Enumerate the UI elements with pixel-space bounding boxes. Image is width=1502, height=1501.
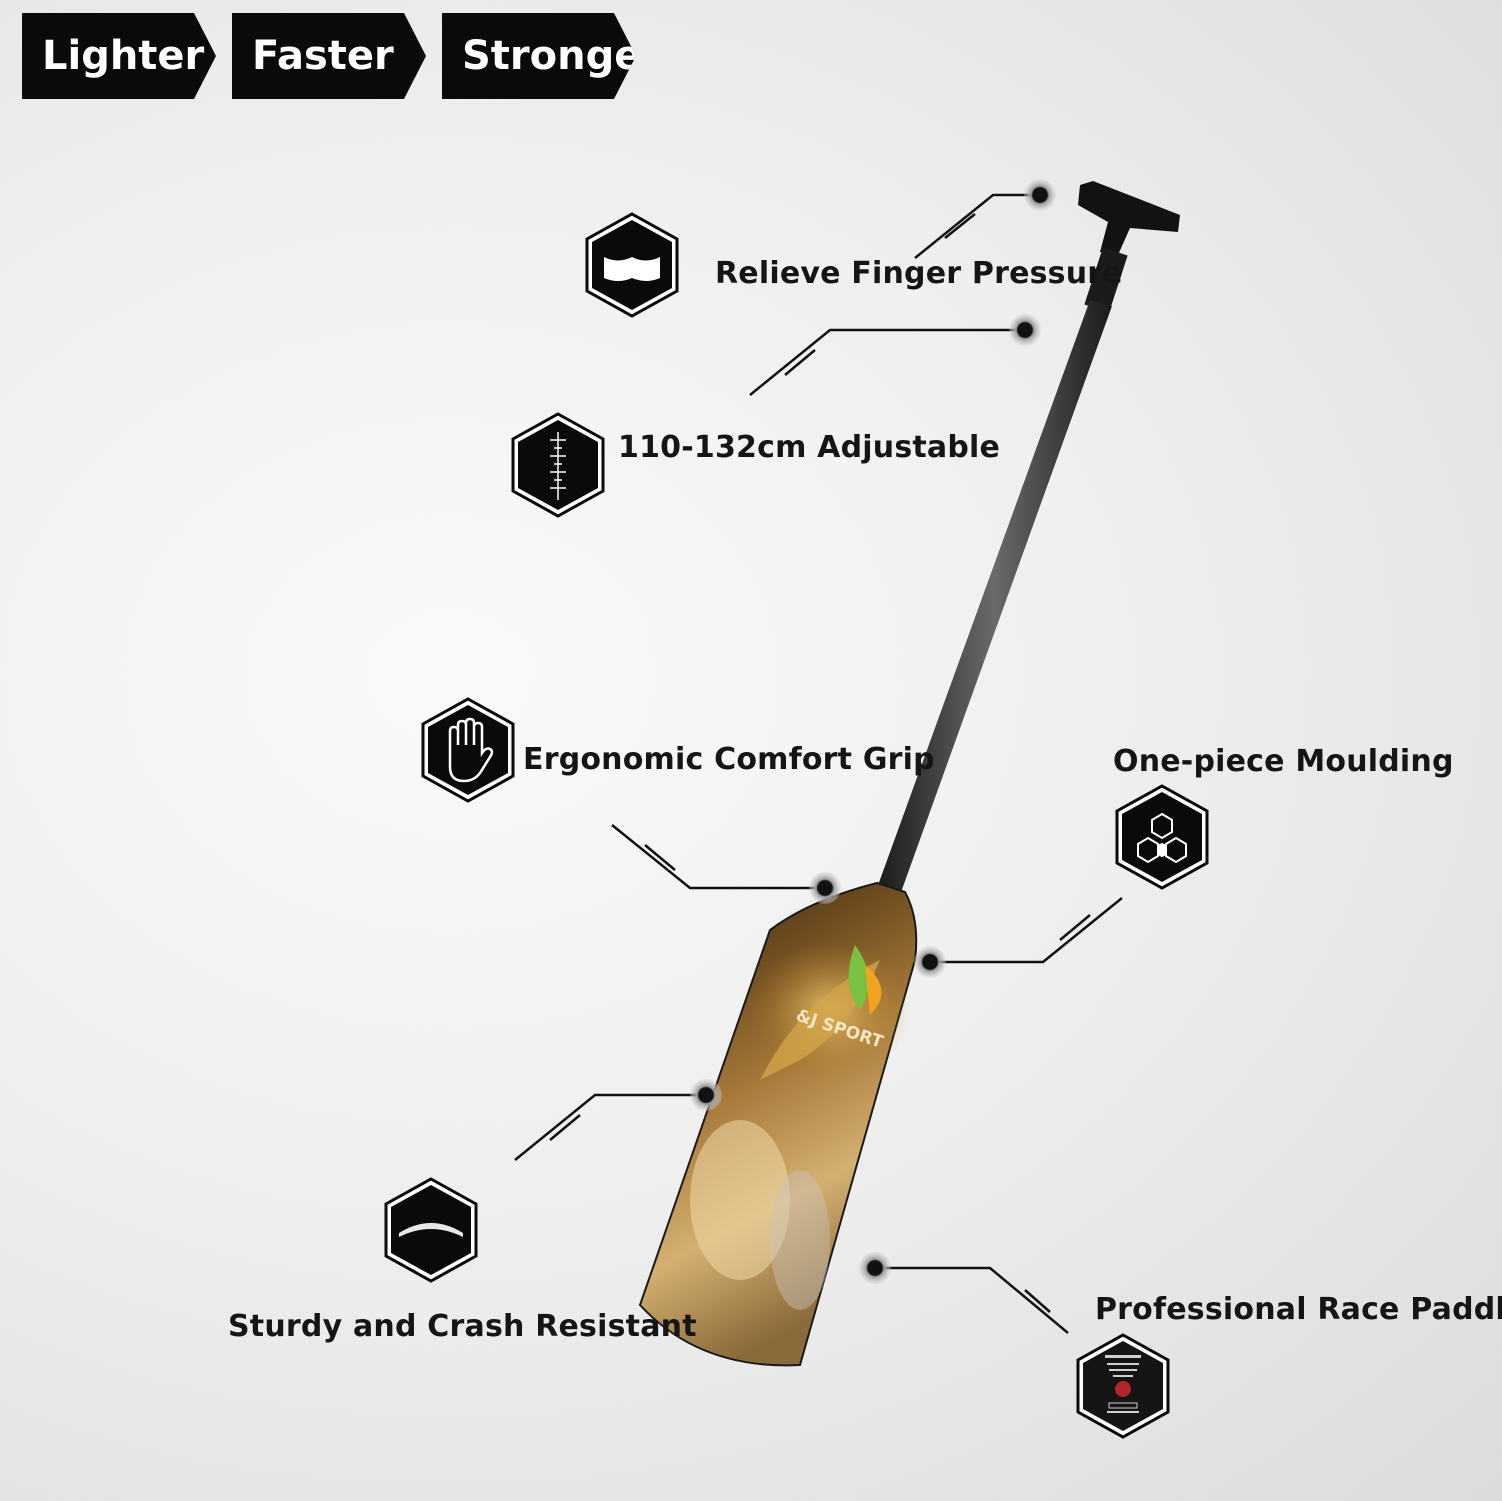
callout-dot bbox=[914, 946, 946, 978]
tag-stronger-label: Stronger bbox=[462, 33, 662, 79]
honeycomb-icon bbox=[1115, 784, 1209, 890]
feature-relieve-finger-pressure: Relieve Finger Pressure bbox=[715, 256, 1123, 291]
tag-faster: Faster bbox=[232, 13, 426, 99]
callout-dot bbox=[1009, 314, 1041, 346]
hand-icon bbox=[421, 697, 515, 803]
feature-ergonomic-grip: Ergonomic Comfort Grip bbox=[523, 742, 935, 777]
tag-lighter-label: Lighter bbox=[42, 33, 205, 79]
tag-stronger: Stronger bbox=[442, 13, 636, 99]
finger-rest-icon bbox=[585, 212, 679, 318]
callout-lines bbox=[514, 193, 1123, 1334]
callout-dot bbox=[1024, 179, 1056, 211]
certificate-icon bbox=[1076, 1333, 1170, 1439]
tag-lighter: Lighter bbox=[22, 13, 216, 99]
feature-professional-race-paddles: Professional Race Paddles bbox=[1095, 1292, 1502, 1327]
curved-arc-icon bbox=[384, 1177, 478, 1283]
feature-one-piece-moulding: One-piece Moulding bbox=[1113, 744, 1454, 779]
ruler-icon bbox=[511, 412, 605, 518]
tag-faster-label: Faster bbox=[252, 33, 394, 79]
t-handle bbox=[1078, 181, 1180, 313]
callout-dot bbox=[690, 1079, 722, 1111]
callout-dot bbox=[809, 872, 841, 904]
callout-dot bbox=[859, 1252, 891, 1284]
feature-sturdy-crash-resistant: Sturdy and Crash Resistant bbox=[228, 1309, 697, 1344]
feature-adjustable-length: 110-132cm Adjustable bbox=[618, 430, 1001, 465]
carbon-shaft bbox=[877, 300, 1112, 895]
